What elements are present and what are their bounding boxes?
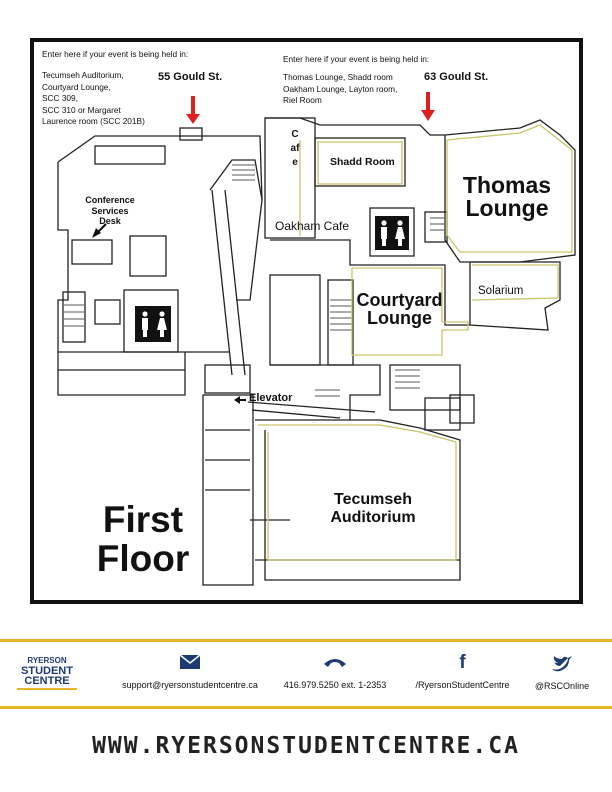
right-entrance-line: Riel Room xyxy=(283,95,322,105)
elevator-arrow xyxy=(234,396,246,404)
floor-title: First Floor xyxy=(88,500,198,578)
left-entrance-line: SCC 310 or Margaret xyxy=(42,104,121,115)
facebook-text: /RyersonStudentCentre xyxy=(415,680,510,690)
twitter-text: @RSCOnline xyxy=(534,681,590,691)
left-entrance-line: Laurence room (SCC 201B) xyxy=(42,116,145,126)
ryerson-logo: RYERSON STUDENT CENTRE xyxy=(17,656,77,690)
thomas-lounge-label: Thomas Lounge xyxy=(462,174,552,220)
courtyard-lounge-label-line: Lounge xyxy=(367,308,432,328)
logo-line: STUDENT xyxy=(21,665,73,677)
footer-top-rule xyxy=(0,639,612,642)
facebook-contact[interactable]: f /RyersonStudentCentre xyxy=(400,652,525,691)
restroom-icons xyxy=(135,216,409,342)
floor-map xyxy=(30,38,583,604)
right-entrance-line: Thomas Lounge, Shadd room xyxy=(283,72,393,82)
right-entrance-list: Thomas Lounge, Shadd room Oakham Lounge,… xyxy=(283,72,397,107)
tecumseh-auditorium-label: Tecumseh Auditorium xyxy=(318,491,428,527)
tecumseh-auditorium-label-line: Tecumseh xyxy=(334,491,412,508)
logo-line: CENTRE xyxy=(24,675,70,687)
footer-bottom-rule xyxy=(0,706,612,709)
phone-icon xyxy=(324,659,346,667)
website-url[interactable]: WWW.RYERSONSTUDENTCENTRE.CA xyxy=(92,733,520,759)
envelope-icon xyxy=(179,654,201,669)
twitter-icon xyxy=(552,656,572,672)
address-55-gould: 55 Gould St. xyxy=(158,71,223,83)
cafe-label: Cafe xyxy=(290,129,300,168)
floor-title-line: First xyxy=(102,499,184,540)
left-entrance-line: SCC 309, xyxy=(42,93,78,103)
oakham-cafe-label: Oakham Cafe xyxy=(275,219,350,233)
logo-underline xyxy=(17,688,77,690)
email-contact[interactable]: support@ryersonstudentcentre.ca xyxy=(110,654,270,690)
phone-text: 416.979.5250 ext. 1-2353 xyxy=(283,680,387,690)
elevator-label: Elevator xyxy=(249,392,293,404)
floor-title-line: Floor xyxy=(96,538,190,579)
thomas-lounge-label-line: Lounge xyxy=(465,195,549,221)
courtyard-lounge-label-line: Courtyard xyxy=(356,290,443,310)
conference-desk-label: Conference Services Desk xyxy=(80,195,140,227)
shadd-room-label: Shadd Room xyxy=(330,156,395,168)
conference-desk-label-line: Conference xyxy=(85,195,135,205)
logo-line: RYERSON xyxy=(27,656,67,665)
conference-desk-label-line: Services xyxy=(91,205,129,216)
courtyard-lounge-label: Courtyard Lounge xyxy=(352,291,447,327)
conference-desk-label-line: Desk xyxy=(99,216,121,226)
left-entrance-line: Tecumseh Auditorium, xyxy=(42,70,124,80)
solarium-label: Solarium xyxy=(478,285,524,297)
left-entrance-line: Courtyard Lounge, xyxy=(42,81,111,92)
left-entrance-heading: Enter here if your event is being held i… xyxy=(42,49,189,59)
email-text: support@ryersonstudentcentre.ca xyxy=(122,680,258,690)
tecumseh-auditorium-label-line: Auditorium xyxy=(330,509,416,526)
address-63-gould: 63 Gould St. xyxy=(424,71,489,83)
facebook-icon: f xyxy=(459,652,466,673)
right-entrance-line: Oakham Lounge, Layton room, xyxy=(283,83,398,94)
twitter-contact[interactable]: @RSCOnline xyxy=(522,655,602,691)
thomas-lounge-label-line: Thomas xyxy=(462,172,552,198)
entrance-arrows xyxy=(92,92,435,238)
right-entrance-heading: Enter here if your event is being held i… xyxy=(283,54,430,64)
phone-contact[interactable]: 416.979.5250 ext. 1-2353 xyxy=(265,656,405,690)
left-entrance-list: Tecumseh Auditorium, Courtyard Lounge, S… xyxy=(42,70,145,128)
